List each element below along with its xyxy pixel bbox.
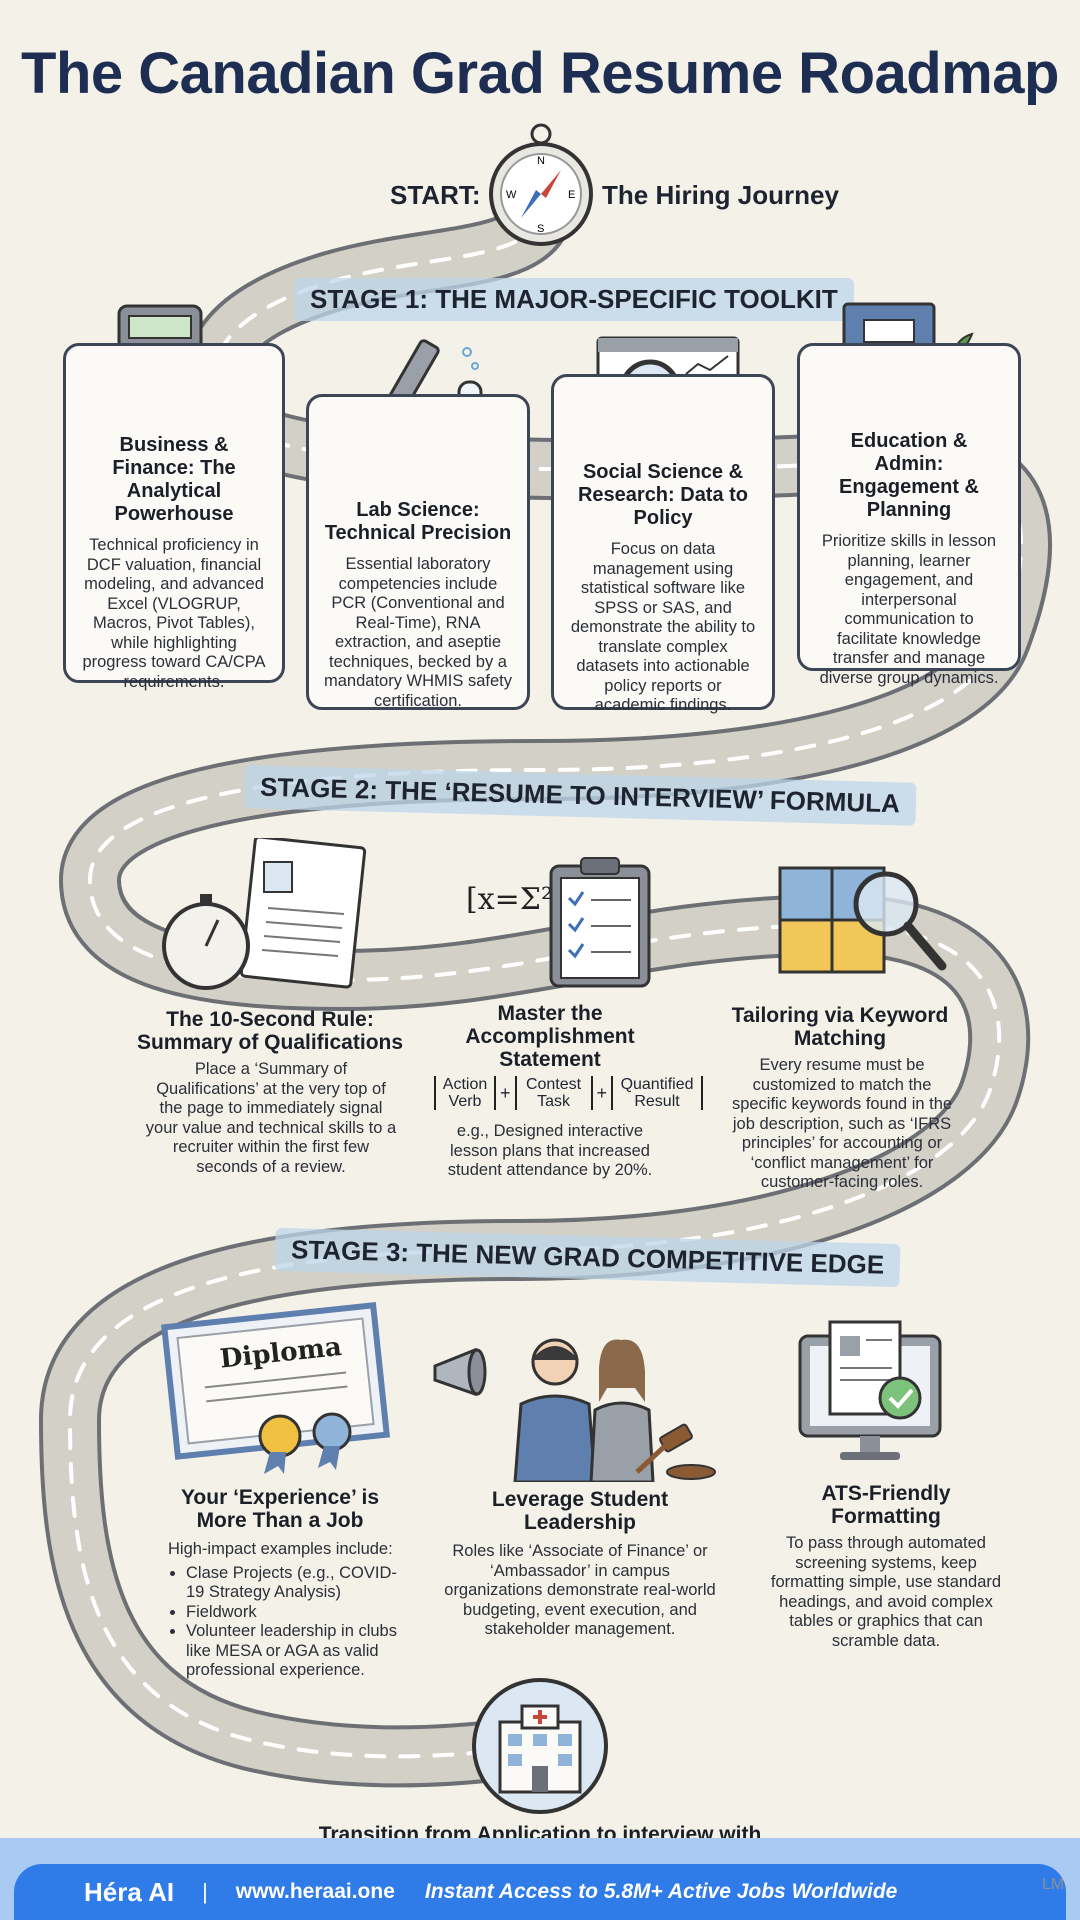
item-title: The 10-Second Rule: Summary of Qualifica…: [136, 1008, 404, 1054]
corner-mark: LM: [1042, 1876, 1065, 1893]
clipboard-checklist-icon: [549, 857, 651, 988]
svg-text:N: N: [537, 155, 545, 167]
diploma-icon: Diploma: [161, 1302, 390, 1474]
card-education-admin: Education & Admin: Engagement & Planning…: [797, 343, 1021, 687]
svg-text:S: S: [537, 223, 544, 235]
footer-separator: |: [202, 1879, 208, 1904]
formula-plus: +: [596, 1082, 608, 1103]
puzzle-magnifier-icon: [778, 866, 947, 974]
card-business-finance: Business & Finance: The Analytical Power…: [63, 343, 285, 691]
item-intro: High-impact examples include:: [168, 1540, 393, 1558]
start-journey: The Hiring Journey: [602, 180, 839, 210]
card-title: Social Science & Research: Data to Polic…: [577, 461, 749, 529]
card-body: Focus on data management using statistic…: [570, 540, 756, 714]
card-body: Prioritize skills in lesson planning, le…: [819, 532, 999, 687]
footer-url-link[interactable]: www.heraai.one: [235, 1880, 395, 1903]
compass-icon: N S W E: [489, 123, 593, 246]
experience-list: Clase Projects (e.g., COVID-19 Strategy …: [168, 1564, 408, 1681]
leadership-people-icon: [433, 1338, 716, 1482]
formula-contest-task: Contest Task: [514, 1076, 593, 1110]
item-title: Tailoring via Keyword Matching: [731, 1004, 949, 1050]
item-body: To pass through automated screening syst…: [770, 1534, 1002, 1650]
card-title: Business & Finance: The Analytical Power…: [112, 434, 236, 525]
item-body: Place a ‘Summary of Qualifications’ at t…: [145, 1060, 397, 1176]
item-body: e.g., Designed interactive lesson plans …: [447, 1122, 653, 1179]
item-title: ATS-Friendly Formatting: [821, 1482, 951, 1528]
item-body: Roles like ‘Associate of Finance’ or ‘Am…: [444, 1542, 716, 1638]
list-item: Clase Projects (e.g., COVID-19 Strategy …: [186, 1564, 408, 1603]
formula-icon: [x=Σ²: [466, 882, 553, 917]
formula-action-verb: Action Verb: [434, 1076, 496, 1110]
stage1-banner: STAGE 1: THE MAJOR-SPECIFIC TOOLKIT: [294, 278, 854, 321]
experience-examples: High-impact examples include: Clase Proj…: [168, 1540, 408, 1681]
svg-text:W: W: [506, 189, 517, 201]
page-title: The Canadian Grad Resume Roadmap: [21, 41, 1059, 106]
item-title: Master the Accomplishment Statement: [465, 1002, 635, 1071]
item-title: Your ‘Experience’ is More Than a Job: [180, 1486, 380, 1532]
card-body: Essential laboratory competencies includ…: [324, 555, 512, 710]
footer-tagline: Instant Access to 5.8M+ Active Jobs Worl…: [424, 1880, 898, 1903]
formula-quantified-result: Quantified Result: [611, 1076, 704, 1110]
ats-monitor-icon: [798, 1320, 942, 1460]
card-social-science: Social Science & Research: Data to Polic…: [551, 374, 775, 714]
item-body: Every resume must be customized to match…: [731, 1056, 953, 1191]
list-item: Volunteer leadership in clubs like MESA …: [186, 1622, 408, 1681]
item-title: Leverage Student Leadership: [491, 1488, 669, 1534]
formula-plus: +: [500, 1082, 511, 1103]
svg-text:E: E: [568, 189, 575, 201]
footer-brand[interactable]: Héra AI: [84, 1876, 175, 1907]
building-icon: [472, 1678, 608, 1814]
accomplishment-formula: Action Verb + Contest Task + Quantified …: [434, 1076, 704, 1110]
card-body: Technical proficiency in DCF valuation, …: [82, 536, 266, 691]
list-item: Fieldwork: [186, 1603, 408, 1623]
card-title: Lab Science: Technical Precision: [324, 499, 512, 544]
footer-bar: Héra AI | www.heraai.one Instant Access …: [14, 1864, 1066, 1920]
card-lab-science: Lab Science: Technical Precision Essenti…: [306, 394, 530, 710]
card-title: Education & Admin: Engagement & Planning: [838, 430, 980, 521]
start-label: START:: [390, 180, 481, 210]
stopwatch-resume-icon: [162, 838, 367, 990]
